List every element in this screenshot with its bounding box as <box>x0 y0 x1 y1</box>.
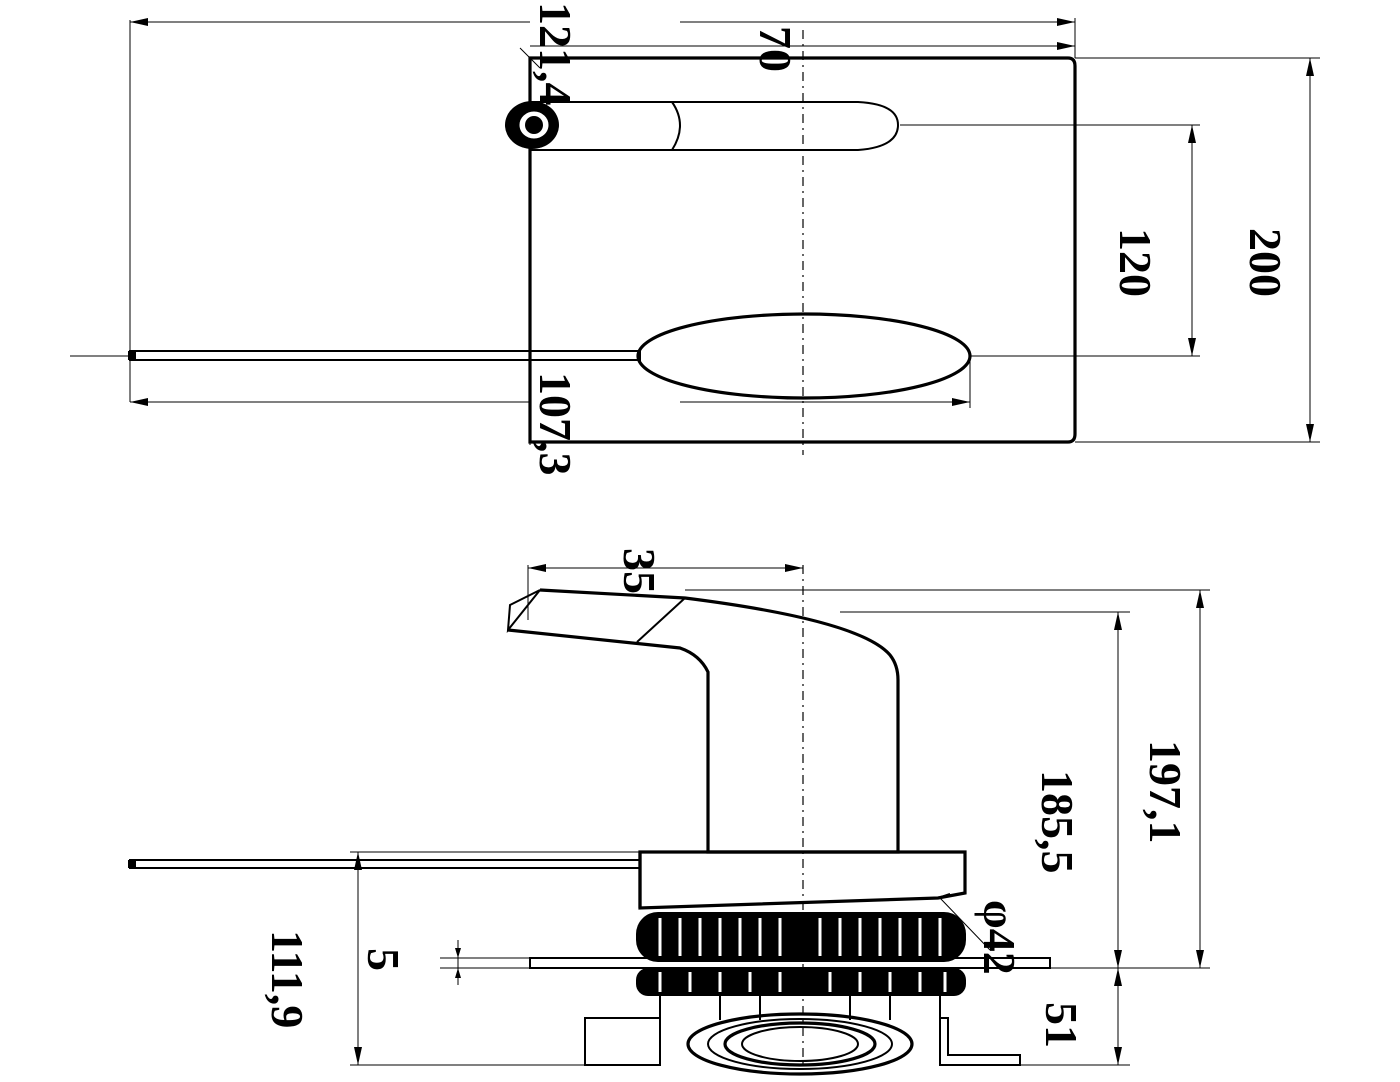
dim-plate-thickness: 5 <box>358 948 409 971</box>
side-view: 35 197,1 185,5 φ42 51 111,9 5 <box>128 548 1210 1076</box>
dim-base-diameter: φ42 <box>974 900 1025 975</box>
dim-spout-reach: 35 <box>614 548 665 594</box>
top-view-body-outline <box>528 56 1077 444</box>
dim-width-overall: 121,4 <box>530 2 581 106</box>
dim-height-spout: 185,5 <box>1032 770 1083 874</box>
dim-body-width: 70 <box>750 26 801 72</box>
dim-handle-reach: 111,9 <box>262 930 313 1028</box>
spout-body <box>506 588 900 854</box>
knurled-ring-upper <box>636 912 966 962</box>
spout-outlet <box>505 101 900 151</box>
dim-height: 200 <box>1240 228 1291 297</box>
dim-height-overall: 197,1 <box>1140 740 1191 844</box>
dim-base-height: 51 <box>1036 1002 1087 1048</box>
mounting-body <box>584 996 1021 1076</box>
top-view: 121,4 70 120 200 107,3 <box>70 2 1320 476</box>
knurled-ring-lower <box>636 968 966 996</box>
dim-handle-width: 107,3 <box>530 372 581 476</box>
dim-spout-pitch: 120 <box>1110 228 1161 297</box>
side-handle-lever <box>129 859 641 869</box>
